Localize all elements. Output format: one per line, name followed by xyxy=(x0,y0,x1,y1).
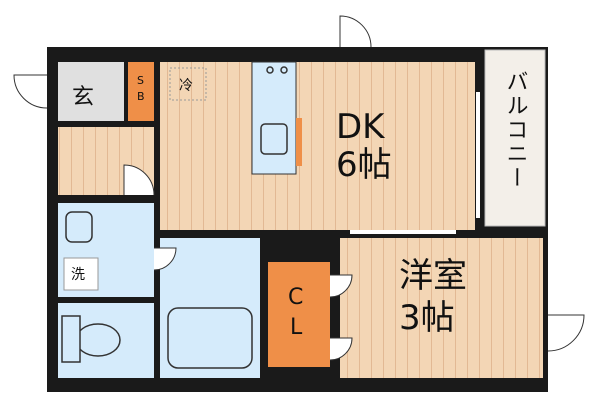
shoe-box-label: S xyxy=(137,74,144,87)
entrance-floor xyxy=(58,62,124,121)
toilet-door-icon xyxy=(153,247,177,271)
fridge-label: 冷 xyxy=(179,78,193,94)
closet-door-icon xyxy=(329,274,353,298)
closet-door-icon xyxy=(329,337,353,361)
dk-door-icon xyxy=(339,15,372,48)
entrance-door-icon xyxy=(13,74,48,109)
fridge-spot xyxy=(169,67,207,101)
washer-label: 洗 xyxy=(71,267,85,283)
balcony-area xyxy=(484,49,546,227)
dk-floor xyxy=(160,62,475,230)
balcony-label: バルコニー xyxy=(503,70,528,190)
closet-label: C xyxy=(288,285,303,310)
bedroom-door-icon xyxy=(547,314,585,352)
stove-burner-icon xyxy=(280,66,288,74)
washer-spot xyxy=(63,257,99,291)
hall-door-icon xyxy=(123,164,155,196)
kitchen-counter xyxy=(251,61,297,175)
closet-label: L xyxy=(290,315,303,340)
shoe-box-label: B xyxy=(137,90,145,103)
closet xyxy=(268,262,330,367)
entrance-label: 玄 xyxy=(72,85,94,110)
sink-icon xyxy=(260,123,288,155)
bedroom-size-label: 3帖 xyxy=(399,298,455,338)
dk-size-label: 6帖 xyxy=(336,145,392,185)
dk-name-label: DK xyxy=(336,107,386,147)
bathtub-icon xyxy=(167,307,253,369)
stove-burner-icon xyxy=(266,66,274,74)
toilet-bowl-icon xyxy=(75,323,121,357)
bedroom-floor xyxy=(340,238,543,378)
washbasin-icon xyxy=(65,211,93,243)
toilet-tank-icon xyxy=(61,315,81,363)
shoe-box xyxy=(128,62,154,121)
counter-edge xyxy=(296,118,302,166)
bedroom-name-label: 洋室 xyxy=(399,256,467,296)
